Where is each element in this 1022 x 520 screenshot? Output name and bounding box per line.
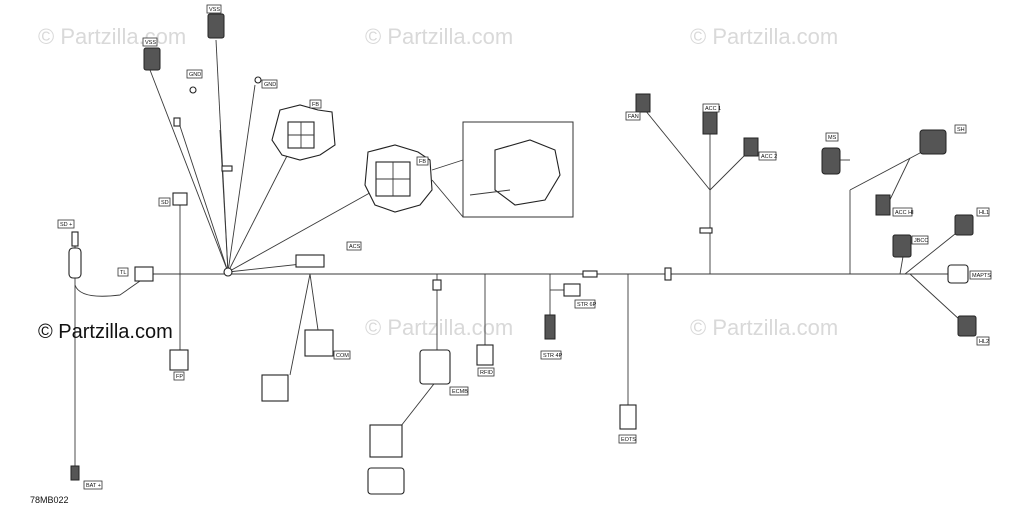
svg-text:STR 6P: STR 6P (577, 302, 597, 308)
vss-connector (143, 47, 161, 71)
figure-code: 78MB022 (30, 495, 69, 505)
vss-connector (207, 13, 225, 39)
svg-text:FB: FB (419, 159, 426, 165)
label-fb: FB (309, 99, 322, 109)
detail-inset (431, 121, 574, 218)
label-acc2: ACC 2 (758, 151, 777, 161)
watermark: © Partzilla.com (38, 24, 186, 49)
label-hl2: HL2 (976, 336, 990, 346)
svg-text:EOTS: EOTS (621, 437, 636, 443)
eots-connector (619, 404, 637, 430)
svg-text:ACC 1: ACC 1 (705, 106, 721, 112)
label-str-4p: STR 4P (540, 350, 563, 360)
fp-connector (169, 349, 189, 371)
svg-text:TL: TL (120, 270, 126, 276)
label-sd: SD (158, 197, 171, 207)
watermark: © Partzilla.com (365, 315, 513, 340)
clip-icon (664, 267, 672, 281)
label-gnd: GND (186, 69, 203, 79)
label-fp: FP (173, 371, 185, 381)
label-rfid: RFID (477, 367, 495, 377)
clip-icon (173, 117, 181, 127)
svg-text:SD: SD (161, 200, 169, 206)
label-mapts: MAPTS (969, 270, 992, 280)
label-sd-plus: SD + (57, 219, 75, 229)
svg-text:VSS: VSS (209, 7, 220, 13)
fuse-box-1 (271, 104, 336, 161)
hub-branches (149, 39, 376, 277)
ms-sh-branch (821, 129, 947, 274)
label-fb: FB (416, 156, 429, 166)
gnd-terminal (189, 86, 197, 94)
svg-text:ACC 2: ACC 2 (761, 154, 777, 160)
label-eots: EOTS (618, 434, 637, 444)
gnd-terminal (254, 76, 262, 84)
label-fan: FAN (625, 111, 641, 121)
svg-text:FP: FP (176, 374, 183, 380)
svg-text:GND: GND (264, 82, 276, 88)
svg-text:FB: FB (312, 102, 319, 108)
label-sh: SH (954, 124, 967, 134)
svg-text:SH: SH (957, 127, 965, 133)
acs-connector (295, 254, 325, 268)
svg-text:HL1: HL1 (979, 210, 989, 216)
svg-text:SD +: SD + (60, 222, 72, 228)
svg-text:MAPTS: MAPTS (972, 273, 991, 279)
rfid-connector (476, 344, 494, 366)
label-acc1: ACC 1 (702, 103, 721, 113)
watermark: © Partzilla.com (690, 24, 838, 49)
svg-text:GND: GND (189, 72, 201, 78)
label-ms: MS (825, 132, 839, 142)
svg-text:BAT +: BAT + (86, 483, 101, 489)
svg-text:FAN: FAN (628, 114, 639, 120)
com-branch (261, 273, 334, 402)
svg-text:MS: MS (828, 135, 837, 141)
label-bat: BAT + (83, 480, 103, 490)
label-vss: VSS (142, 37, 158, 47)
svg-text:VSS: VSS (145, 40, 156, 46)
battery-branch (68, 231, 151, 481)
label-hl1: HL1 (976, 207, 990, 217)
label-vss-top: VSS (206, 4, 222, 14)
label-tl: TL (117, 267, 129, 277)
label-jbcc: JBCC (911, 235, 929, 245)
label-str-6p: STR 6P (574, 299, 597, 309)
label-com: COM (333, 350, 351, 360)
ecmb-branch (367, 274, 451, 495)
clip-icon (582, 270, 598, 278)
copyright-text: © Partzilla.com (38, 321, 173, 343)
watermark: © Partzilla.com (365, 24, 513, 49)
svg-text:ACC HI: ACC HI (895, 210, 914, 216)
svg-text:ECMB: ECMB (452, 389, 468, 395)
svg-text:STR 4P: STR 4P (543, 353, 563, 359)
svg-text:COM: COM (336, 353, 349, 359)
svg-text:ACS: ACS (349, 244, 361, 250)
fuse-box-2 (364, 144, 433, 213)
label-ecmb: ECMB (449, 386, 469, 396)
clip-icon (221, 165, 233, 172)
tl-connector (134, 266, 154, 282)
sd-sensor-connector (172, 192, 188, 206)
label-gnd: GND (261, 79, 278, 89)
fan-acc-branch (635, 93, 759, 274)
label-acc-hi: ACC HI (892, 207, 914, 217)
headlight-branch (892, 214, 977, 337)
str-branch (544, 274, 581, 340)
label-acs: ACS (346, 241, 362, 251)
svg-text:HL2: HL2 (979, 339, 989, 345)
svg-text:JBCC: JBCC (914, 238, 928, 244)
watermark: © Partzilla.com (690, 315, 838, 340)
svg-text:RFID: RFID (480, 370, 493, 376)
